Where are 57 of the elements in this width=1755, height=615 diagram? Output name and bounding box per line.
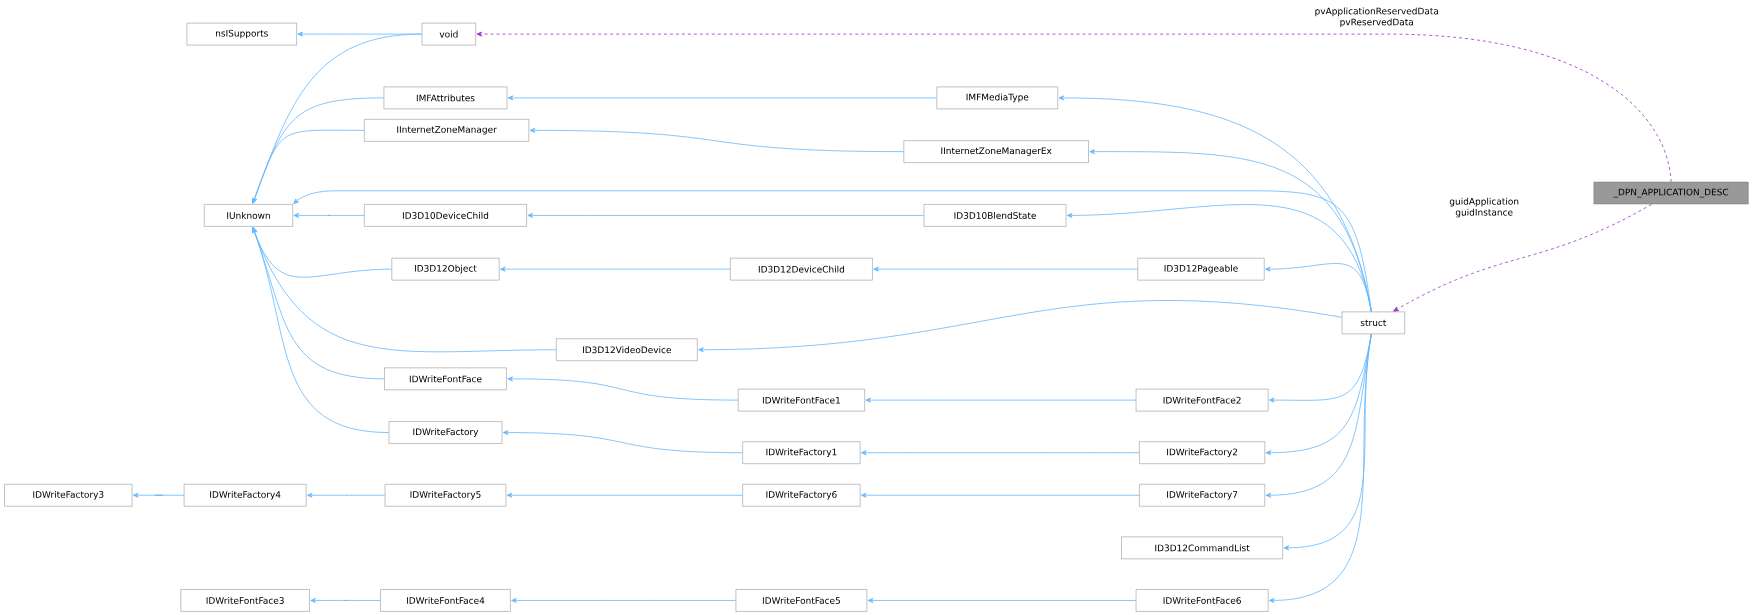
class-box: ID3D12Pageable: [1137, 257, 1265, 281]
arrow: [529, 127, 904, 153]
arrow: [252, 227, 390, 433]
arrow: [132, 492, 185, 498]
class-box: IDWriteFontFace5: [735, 589, 868, 612]
class-box: IDWriteFactory5: [384, 484, 507, 507]
class-box: IUnknown: [204, 204, 293, 227]
class-box: IDWriteFontFace1: [737, 388, 865, 412]
arrow: [502, 430, 743, 454]
edge-label: guidApplication guidInstance: [1449, 197, 1519, 218]
arrow: [293, 212, 365, 218]
class-box: IDWriteFactory: [388, 421, 503, 444]
arrow: [1265, 263, 1372, 313]
class-box: ID3D12Object: [391, 257, 500, 281]
class-box: void: [421, 22, 476, 46]
class-box: ID3D12VideoDevice: [556, 338, 698, 361]
arrow: [507, 95, 937, 101]
arrow: [306, 492, 386, 498]
class-box: IInternetZoneManagerEx: [903, 140, 1089, 163]
class-box: ID3D10BlendState: [923, 204, 1067, 227]
class-box: IMFAttributes: [383, 86, 508, 110]
class-box: struct: [1341, 311, 1405, 335]
class-box: IDWriteFactory7: [1139, 484, 1265, 507]
class-box: IDWriteFontFace4: [380, 589, 511, 612]
class-box: IDWriteFactory2: [1139, 441, 1265, 464]
class-box: IDWriteFactory6: [742, 484, 861, 507]
class-box: IDWriteFontFace3: [180, 589, 310, 612]
arrow: [310, 598, 381, 603]
class-box: IInternetZoneManager: [364, 119, 530, 142]
arrow: [865, 397, 1137, 403]
arrow: [506, 492, 743, 498]
class-box: ID3D12DeviceChild: [730, 257, 873, 281]
arrow: [511, 598, 737, 603]
class-box: IDWriteFontFace2: [1135, 388, 1269, 412]
class-box: IDWriteFontFace6: [1135, 589, 1269, 612]
class-box: ID3D10DeviceChild: [364, 204, 527, 227]
class-box: IDWriteFactory4: [183, 484, 307, 507]
edge-label: pvApplicationReservedData pvReservedData: [1315, 7, 1439, 28]
arrow: [500, 266, 731, 272]
arrow: [476, 31, 1672, 183]
arrow: [507, 376, 739, 401]
arrow: [860, 492, 1140, 498]
arrow: [860, 450, 1140, 456]
arrow: [698, 300, 1343, 353]
class-box: IDWriteFactory1: [742, 441, 861, 464]
class-box: nsISupports: [186, 22, 297, 46]
arrow: [527, 212, 925, 218]
class-box: IMFMediaType: [936, 86, 1058, 110]
arrow: [1268, 333, 1372, 603]
class-box: IDWriteFactory3: [4, 484, 133, 507]
arrow: [1393, 203, 1653, 312]
class-box: IDWriteFontFace: [384, 367, 507, 391]
class-box: _DPN_APPLICATION_DESC: [1593, 181, 1749, 205]
arrow: [873, 266, 1138, 272]
class-box: ID3D12CommandList: [1121, 536, 1283, 560]
arrow: [252, 129, 365, 204]
arrow: [867, 598, 1137, 603]
